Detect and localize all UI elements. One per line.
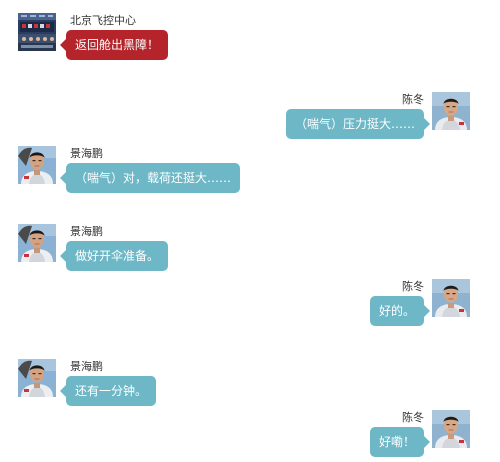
message-bubble[interactable]: 好的。 [369,296,431,326]
chat-message: 北京飞控中心 返回舱出黑障！ [0,13,500,73]
chat-message: 景海鹏 （喘气）对，载荷还挺大…… [0,146,500,206]
message-bubble[interactable]: （喘气）压力挺大…… [285,109,431,139]
avatar-jing-haipeng[interactable] [18,359,56,397]
avatar-chen-dong[interactable] [432,279,470,317]
message-bubble[interactable]: 做好开伞准备。 [59,241,169,271]
avatar-chen-dong[interactable] [432,410,470,448]
chat-message: 景海鹏 还有一分钟。 [0,359,500,419]
chat-message: 陈冬 好嘞！ [0,410,500,462]
sender-name: 景海鹏 [70,360,103,373]
sender-name: 陈冬 [402,280,424,293]
sender-name: 陈冬 [402,411,424,424]
avatar-control-center[interactable] [18,13,56,51]
message-bubble[interactable]: 还有一分钟。 [59,376,157,406]
chat-message: 陈冬 （喘气）压力挺大…… [0,92,500,152]
chat-message: 陈冬 好的。 [0,279,500,339]
sender-name: 陈冬 [402,93,424,106]
chat-message: 景海鹏 做好开伞准备。 [0,224,500,284]
avatar-chen-dong[interactable] [432,92,470,130]
sender-name: 景海鹏 [70,225,103,238]
sender-name: 景海鹏 [70,147,103,160]
avatar-jing-haipeng[interactable] [18,146,56,184]
message-bubble[interactable]: 返回舱出黑障！ [59,30,169,60]
message-bubble[interactable]: （喘气）对，载荷还挺大…… [59,163,241,193]
sender-name: 北京飞控中心 [70,14,136,27]
avatar-jing-haipeng[interactable] [18,224,56,262]
message-bubble[interactable]: 好嘞！ [369,427,431,457]
